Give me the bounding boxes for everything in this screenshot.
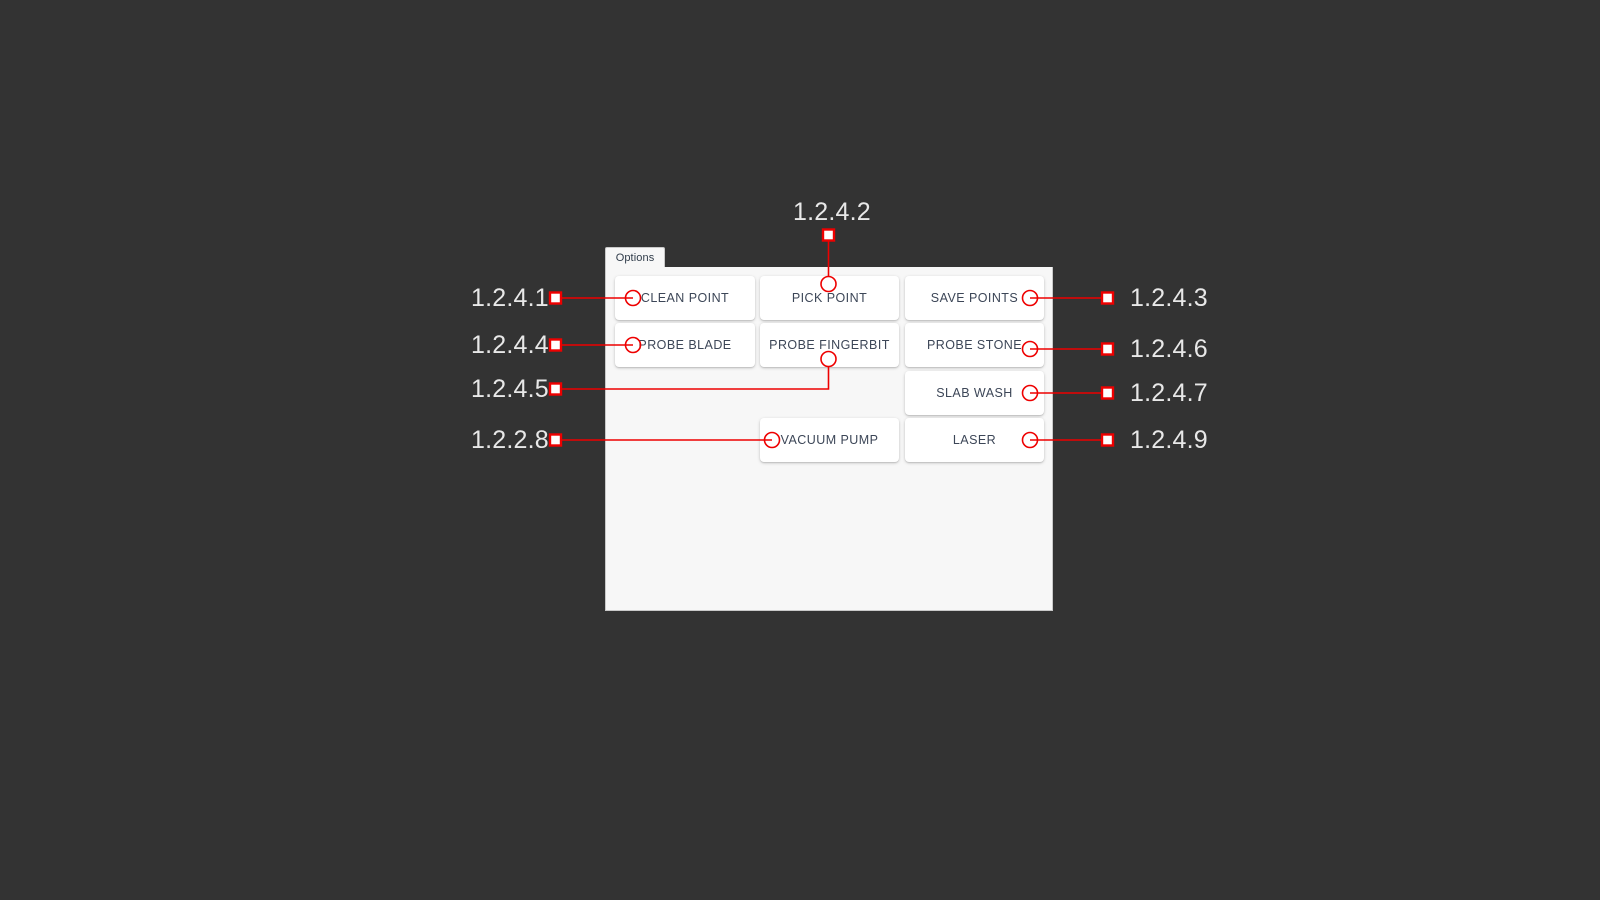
button-laser[interactable]: LASER — [905, 418, 1044, 462]
button-pick-point[interactable]: PICK POINT — [760, 276, 899, 320]
button-probe-fingerbit-label: PROBE FINGERBIT — [769, 338, 890, 352]
annotation-code-1-2-2-8: 1.2.2.8 — [471, 426, 549, 454]
button-vacuum-pump-label: VACUUM PUMP — [780, 433, 879, 447]
tab-options-label: Options — [615, 252, 655, 264]
options-panel: CLEAN POINT PICK POINT SAVE POINTS PROBE… — [605, 267, 1053, 611]
button-clean-point-label: CLEAN POINT — [640, 291, 730, 305]
button-probe-stone-label: PROBE STONE — [926, 338, 1023, 352]
button-pick-point-label: PICK POINT — [791, 291, 868, 305]
button-slab-wash[interactable]: SLAB WASH — [905, 371, 1044, 415]
marker-square-1-2-4-7 — [1100, 386, 1115, 400]
annotation-code-1-2-4-1: 1.2.4.1 — [471, 284, 549, 312]
annotation-code-1-2-4-7: 1.2.4.7 — [1130, 379, 1208, 407]
button-probe-blade-label: PROBE BLADE — [638, 338, 732, 352]
button-clean-point[interactable]: CLEAN POINT — [615, 276, 755, 320]
button-probe-blade[interactable]: PROBE BLADE — [615, 323, 755, 367]
annotation-code-1-2-4-2: 1.2.4.2 — [793, 198, 871, 226]
button-save-points[interactable]: SAVE POINTS — [905, 276, 1044, 320]
button-vacuum-pump[interactable]: VACUUM PUMP — [760, 418, 899, 462]
button-save-points-label: SAVE POINTS — [930, 291, 1019, 305]
marker-square-1-2-4-2 — [821, 228, 836, 242]
button-slab-wash-label: SLAB WASH — [936, 386, 1013, 400]
marker-square-1-2-4-4 — [548, 338, 563, 352]
button-probe-stone[interactable]: PROBE STONE — [905, 323, 1044, 367]
marker-square-1-2-4-1 — [548, 291, 563, 305]
marker-square-1-2-2-8 — [548, 433, 563, 447]
button-probe-fingerbit[interactable]: PROBE FINGERBIT — [760, 323, 899, 367]
marker-square-1-2-4-9 — [1100, 433, 1115, 447]
annotation-code-1-2-4-5: 1.2.4.5 — [471, 375, 549, 403]
marker-square-1-2-4-6 — [1100, 342, 1115, 356]
tab-options[interactable]: Options — [605, 247, 665, 268]
marker-square-1-2-4-5 — [548, 382, 563, 396]
annotation-code-1-2-4-3: 1.2.4.3 — [1130, 284, 1208, 312]
annotation-code-1-2-4-9: 1.2.4.9 — [1130, 426, 1208, 454]
annotation-code-1-2-4-4: 1.2.4.4 — [471, 331, 549, 359]
annotation-code-1-2-4-6: 1.2.4.6 — [1130, 335, 1208, 363]
marker-square-1-2-4-3 — [1100, 291, 1115, 305]
button-laser-label: LASER — [952, 433, 997, 447]
